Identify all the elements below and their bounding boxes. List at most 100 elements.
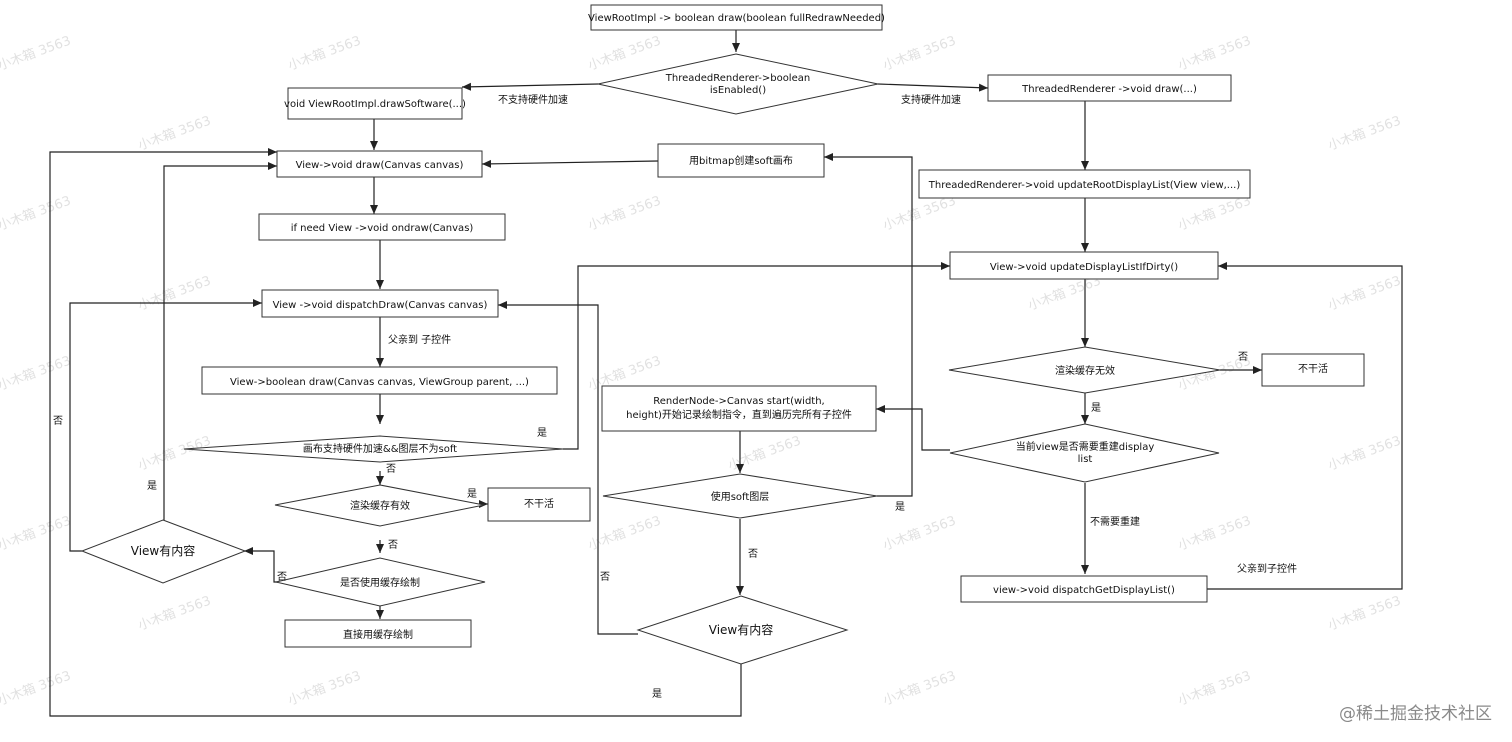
node-ondraw-text: if need View ->void ondraw(Canvas) bbox=[291, 223, 474, 234]
node-update-root-text: ThreadedRenderer->void updateRootDisplay… bbox=[928, 180, 1241, 191]
decision-need-rebuild: 当前view是否需要重建display list bbox=[949, 423, 1220, 483]
node-draw-software: void ViewRootImpl.drawSoftware(...) bbox=[284, 87, 466, 120]
label-cache-valid-no: 否 bbox=[388, 539, 398, 551]
node-bitmap-canvas-text: 用bitmap创建soft画布 bbox=[689, 154, 793, 167]
node-view-draw: View->void draw(Canvas canvas) bbox=[276, 150, 483, 178]
edge-hw-no bbox=[461, 82, 599, 91]
node-update-if-dirty: View->void updateDisplayListIfDirty() bbox=[949, 251, 1219, 280]
node-no-work-mid-text: 不干活 bbox=[524, 498, 554, 510]
node-render-node-line2: height)开始记录绘制指令，直到遍历完所有子控件 bbox=[626, 408, 852, 421]
edge-viewcontent-left-yes bbox=[163, 162, 277, 520]
watermark: 小木箱 3563 bbox=[881, 193, 958, 234]
watermark: 小木箱 3563 bbox=[136, 593, 213, 634]
edge-hw-yes bbox=[877, 83, 989, 92]
node-draw-software-text: void ViewRootImpl.drawSoftware(...) bbox=[284, 99, 466, 110]
edges bbox=[49, 30, 1403, 717]
edge-softlayer-yes bbox=[824, 153, 913, 497]
label-soft-layer-yes: 是 bbox=[895, 501, 905, 513]
label-no-hw: 不支持硬件加速 bbox=[498, 93, 568, 106]
node-dispatch-get-dl-text: view->void dispatchGetDisplayList() bbox=[993, 585, 1175, 596]
decision-hw-check-line1: ThreadedRenderer->boolean bbox=[665, 73, 810, 84]
watermark: 小木箱 3563 bbox=[1176, 33, 1253, 74]
edge-labels: 不支持硬件加速 支持硬件加速 父亲到 子控件 否 是 是 否 否 是 是 是 不… bbox=[53, 93, 1297, 700]
node-update-root: ThreadedRenderer->void updateRootDisplay… bbox=[918, 169, 1251, 199]
edge-bitmap-to-viewdraw bbox=[481, 159, 659, 168]
edge-viewcontent-mid-yes bbox=[49, 148, 742, 717]
node-draw-with-cache-text: 直接用缓存绘制 bbox=[343, 628, 413, 641]
decision-hw-check-line2: isEnabled() bbox=[710, 85, 766, 96]
watermark: 小木箱 3563 bbox=[1326, 433, 1403, 474]
watermark: 小木箱 3563 bbox=[136, 113, 213, 154]
node-view-draw-text: View->void draw(Canvas canvas) bbox=[296, 160, 464, 171]
node-ondraw: if need View ->void ondraw(Canvas) bbox=[258, 213, 506, 241]
watermark: 小木箱 3563 bbox=[286, 668, 363, 709]
decision-hw-check: ThreadedRenderer->boolean isEnabled() bbox=[597, 53, 879, 115]
node-draw-with-cache: 直接用缓存绘制 bbox=[284, 619, 472, 648]
node-update-if-dirty-text: View->void updateDisplayListIfDirty() bbox=[990, 262, 1178, 273]
decision-use-cache: 是否使用缓存绘制 bbox=[275, 557, 486, 607]
node-dispatch-draw-text: View ->void dispatchDraw(Canvas canvas) bbox=[273, 300, 488, 311]
watermark: 小木箱 3563 bbox=[1176, 193, 1253, 234]
watermark: 小木箱 3563 bbox=[136, 433, 213, 474]
edge-dispatchgetdl-loop bbox=[1207, 262, 1403, 590]
label-mid-loop-yes: 是 bbox=[652, 688, 662, 700]
edge-viewcontent-left-no bbox=[69, 299, 262, 552]
node-root: ViewRootImpl -> boolean draw(boolean ful… bbox=[588, 4, 885, 31]
label-left-loop-no: 否 bbox=[53, 415, 63, 427]
node-bitmap-canvas: 用bitmap创建soft画布 bbox=[657, 143, 825, 178]
watermark: 小木箱 3563 bbox=[1326, 113, 1403, 154]
watermark: 小木箱 3563 bbox=[1176, 513, 1253, 554]
label-parent-to-child: 父亲到 子控件 bbox=[388, 333, 451, 346]
label-cache-invalid-yes: 是 bbox=[1091, 402, 1101, 414]
footer-credit: @稀土掘金技术社区 bbox=[1339, 704, 1492, 724]
label-left-loop-yes: 是 bbox=[147, 480, 157, 492]
decision-canvas-hw-text: 画布支持硬件加速&&图层不为soft bbox=[303, 442, 457, 455]
watermark: 小木箱 3563 bbox=[726, 433, 803, 474]
watermark: 小木箱 3563 bbox=[136, 273, 213, 314]
watermark: 小木箱 3563 bbox=[1176, 668, 1253, 709]
node-dispatch-get-dl: view->void dispatchGetDisplayList() bbox=[960, 575, 1208, 603]
decision-cache-invalid-text: 渲染缓存无效 bbox=[1055, 364, 1115, 377]
decision-need-rebuild-line1: 当前view是否需要重建display bbox=[1016, 440, 1155, 453]
node-render-node-line1: RenderNode->Canvas start(width, bbox=[653, 396, 825, 407]
node-view-bool-draw-text: View->boolean draw(Canvas canvas, ViewGr… bbox=[230, 377, 529, 388]
watermark: 小木箱 3563 bbox=[881, 513, 958, 554]
node-threaded-draw-text: ThreadedRenderer ->void draw(...) bbox=[1021, 84, 1197, 95]
decision-cache-valid-text: 渲染缓存有效 bbox=[350, 499, 410, 512]
decision-view-has-content-mid-text: View有内容 bbox=[709, 622, 773, 637]
edge-viewcontent-mid-no bbox=[498, 301, 638, 635]
decision-cache-valid: 渲染缓存有效 bbox=[274, 484, 485, 527]
node-no-work-right: 不干活 bbox=[1261, 353, 1365, 387]
edge-rebuild-to-rendernode bbox=[876, 405, 950, 451]
label-canvas-hw-yes: 是 bbox=[537, 427, 547, 439]
watermark: 小木箱 3563 bbox=[1326, 273, 1403, 314]
watermark: 小木箱 3563 bbox=[586, 193, 663, 234]
label-cache-invalid-no: 否 bbox=[1238, 351, 1248, 363]
decision-use-soft-layer-text: 使用soft图层 bbox=[711, 490, 770, 503]
node-dispatch-draw: View ->void dispatchDraw(Canvas canvas) bbox=[261, 289, 499, 318]
label-use-cache-no: 否 bbox=[277, 571, 287, 583]
label-parent-to-child-right: 父亲到子控件 bbox=[1237, 562, 1297, 575]
node-threaded-draw: ThreadedRenderer ->void draw(...) bbox=[987, 74, 1232, 102]
label-cache-valid-yes: 是 bbox=[467, 488, 477, 500]
decision-view-has-content-mid: View有内容 bbox=[636, 595, 849, 665]
watermark: 小木箱 3563 bbox=[0, 193, 73, 234]
watermark: 小木箱 3563 bbox=[586, 33, 663, 74]
watermark: 小木箱 3563 bbox=[881, 668, 958, 709]
node-no-work-right-text: 不干活 bbox=[1298, 363, 1328, 375]
watermark: 小木箱 3563 bbox=[0, 33, 73, 74]
label-no-rebuild: 不需要重建 bbox=[1090, 515, 1140, 528]
label-hw: 支持硬件加速 bbox=[901, 93, 961, 106]
watermark: 小木箱 3563 bbox=[881, 33, 958, 74]
decision-use-cache-text: 是否使用缓存绘制 bbox=[340, 576, 420, 589]
label-soft-layer-no: 否 bbox=[748, 548, 758, 560]
node-view-bool-draw: View->boolean draw(Canvas canvas, ViewGr… bbox=[201, 366, 558, 395]
watermark: 小木箱 3563 bbox=[0, 353, 73, 394]
watermark: 小木箱 3563 bbox=[0, 513, 73, 554]
watermark: 小木箱 3563 bbox=[0, 668, 73, 709]
decision-need-rebuild-line2: list bbox=[1078, 454, 1093, 465]
node-no-work-mid: 不干活 bbox=[487, 487, 591, 522]
watermark: 小木箱 3563 bbox=[286, 33, 363, 74]
node-root-text: ViewRootImpl -> boolean draw(boolean ful… bbox=[588, 13, 885, 24]
